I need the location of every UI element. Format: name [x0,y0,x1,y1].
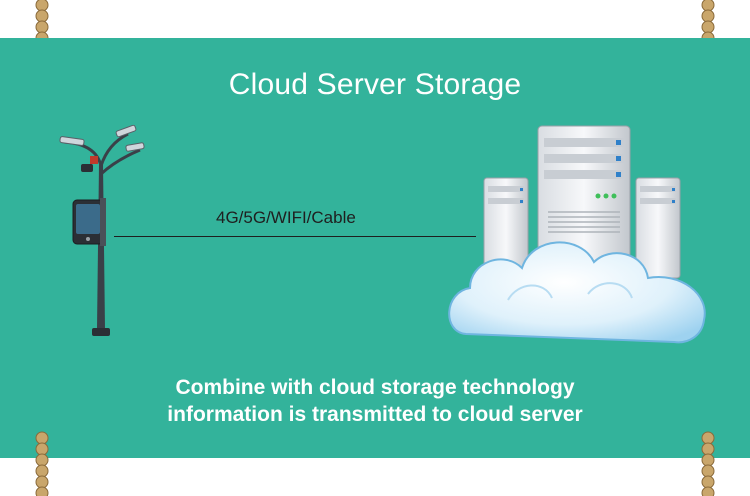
server-rack-right-icon [635,177,681,279]
rope-bottom-left-icon [35,431,49,496]
street-pole-icon [59,124,145,336]
page-title: Cloud Server Storage [228,68,522,101]
caption-line-2: information is transmitted to cloud serv… [167,403,583,426]
cloud-server-illustration [448,125,706,344]
cloud-icon [448,241,706,344]
server-rack-left-icon [483,177,529,279]
rope-bottom-right-icon [701,431,715,496]
connection-line [114,236,476,237]
connection-label: 4G/5G/WIFI/Cable [216,208,356,227]
caption-line-1: Combine with cloud storage technology [175,376,575,399]
